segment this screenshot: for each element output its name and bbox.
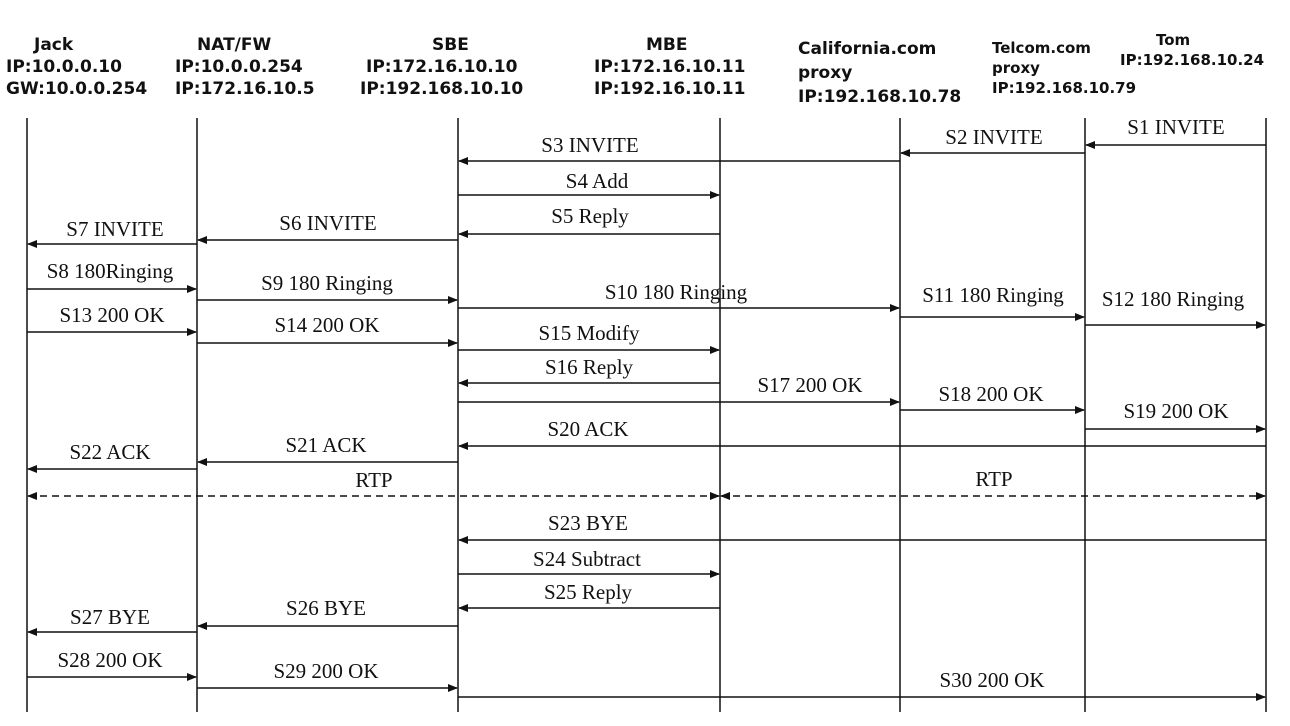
message-label: S12 180 Ringing (1102, 287, 1245, 311)
message-label: S10 180 Ringing (605, 280, 748, 304)
entity-ip: IP:192.168.10.79 (992, 79, 1137, 97)
message-label: S7 INVITE (66, 217, 163, 241)
message-label: S22 ACK (69, 440, 150, 464)
entity-header-jack: Jack IP:10.0.0.10 GW:10.0.0.254 (6, 34, 147, 100)
message-label: S27 BYE (70, 605, 150, 629)
entity-ip: IP:192.16.10.11 (594, 79, 746, 99)
entity-ip: IP:192.168.10.78 (798, 87, 962, 107)
entity-header-california-proxy: California.com proxy IP:192.168.10.78 (798, 37, 961, 109)
message-label: S14 200 OK (274, 313, 379, 337)
message-label: S3 INVITE (541, 133, 638, 157)
message-label: S23 BYE (548, 511, 628, 535)
rtp-label: RTP (975, 467, 1012, 491)
entity-ip: IP:172.16.10.11 (594, 57, 746, 77)
message-label: S26 BYE (286, 596, 366, 620)
message-label: S16 Reply (545, 355, 634, 379)
entity-gw: GW:10.0.0.254 (6, 79, 148, 99)
entity-name: California.com (798, 39, 937, 59)
rtp-label: RTP (355, 468, 392, 492)
entity-ip: IP:192.168.10.10 (360, 79, 524, 99)
message-label: S28 200 OK (57, 648, 162, 672)
entity-header-telcom-proxy: Telcom.com proxy IP:192.168.10.79 (992, 38, 1136, 98)
entity-name: Jack (34, 35, 74, 55)
message-label: S19 200 OK (1123, 399, 1228, 423)
message-label: S18 200 OK (938, 382, 1043, 406)
message-label: S25 Reply (544, 580, 633, 604)
message-label: S21 ACK (285, 433, 366, 457)
entity-ip: IP:172.16.10.5 (175, 79, 315, 99)
message-label: S6 INVITE (279, 211, 376, 235)
message-label: S29 200 OK (273, 659, 378, 683)
message-label: S5 Reply (551, 204, 629, 228)
message-label: S24 Subtract (533, 547, 641, 571)
entity-name: Tom (1156, 31, 1191, 49)
entity-role: proxy (798, 63, 853, 83)
entity-header-mbe: MBE IP:172.16.10.11 IP:192.16.10.11 (594, 34, 745, 100)
message-label: S4 Add (566, 169, 629, 193)
entity-header-sbe: SBE IP:172.16.10.10 IP:192.168.10.10 (360, 34, 523, 100)
entity-ip: IP:192.168.10.24 (1120, 51, 1265, 69)
message-label: S20 ACK (547, 417, 628, 441)
entity-ip: IP:10.0.0.10 (6, 57, 122, 77)
message-label: S13 200 OK (59, 303, 164, 327)
entity-ip: IP:10.0.0.254 (175, 57, 303, 77)
entity-name: MBE (646, 35, 688, 55)
message-label: S8 180Ringing (47, 259, 174, 283)
entity-name: SBE (432, 35, 469, 55)
message-label: S11 180 Ringing (922, 283, 1064, 307)
message-label: S17 200 OK (757, 373, 862, 397)
message-label: S15 Modify (539, 321, 640, 345)
message-label: S2 INVITE (945, 125, 1042, 149)
message-label: S9 180 Ringing (261, 271, 393, 295)
entity-header-nat-fw: NAT/FW IP:10.0.0.254 IP:172.16.10.5 (175, 34, 315, 100)
entity-role: proxy (992, 59, 1040, 77)
entity-ip: IP:172.16.10.10 (366, 57, 518, 77)
entity-header-tom: Tom IP:192.168.10.24 (1120, 30, 1264, 70)
entity-name: NAT/FW (197, 35, 272, 55)
message-label: S30 200 OK (939, 668, 1044, 692)
message-label: S1 INVITE (1127, 115, 1224, 139)
entity-name: Telcom.com (992, 39, 1091, 57)
